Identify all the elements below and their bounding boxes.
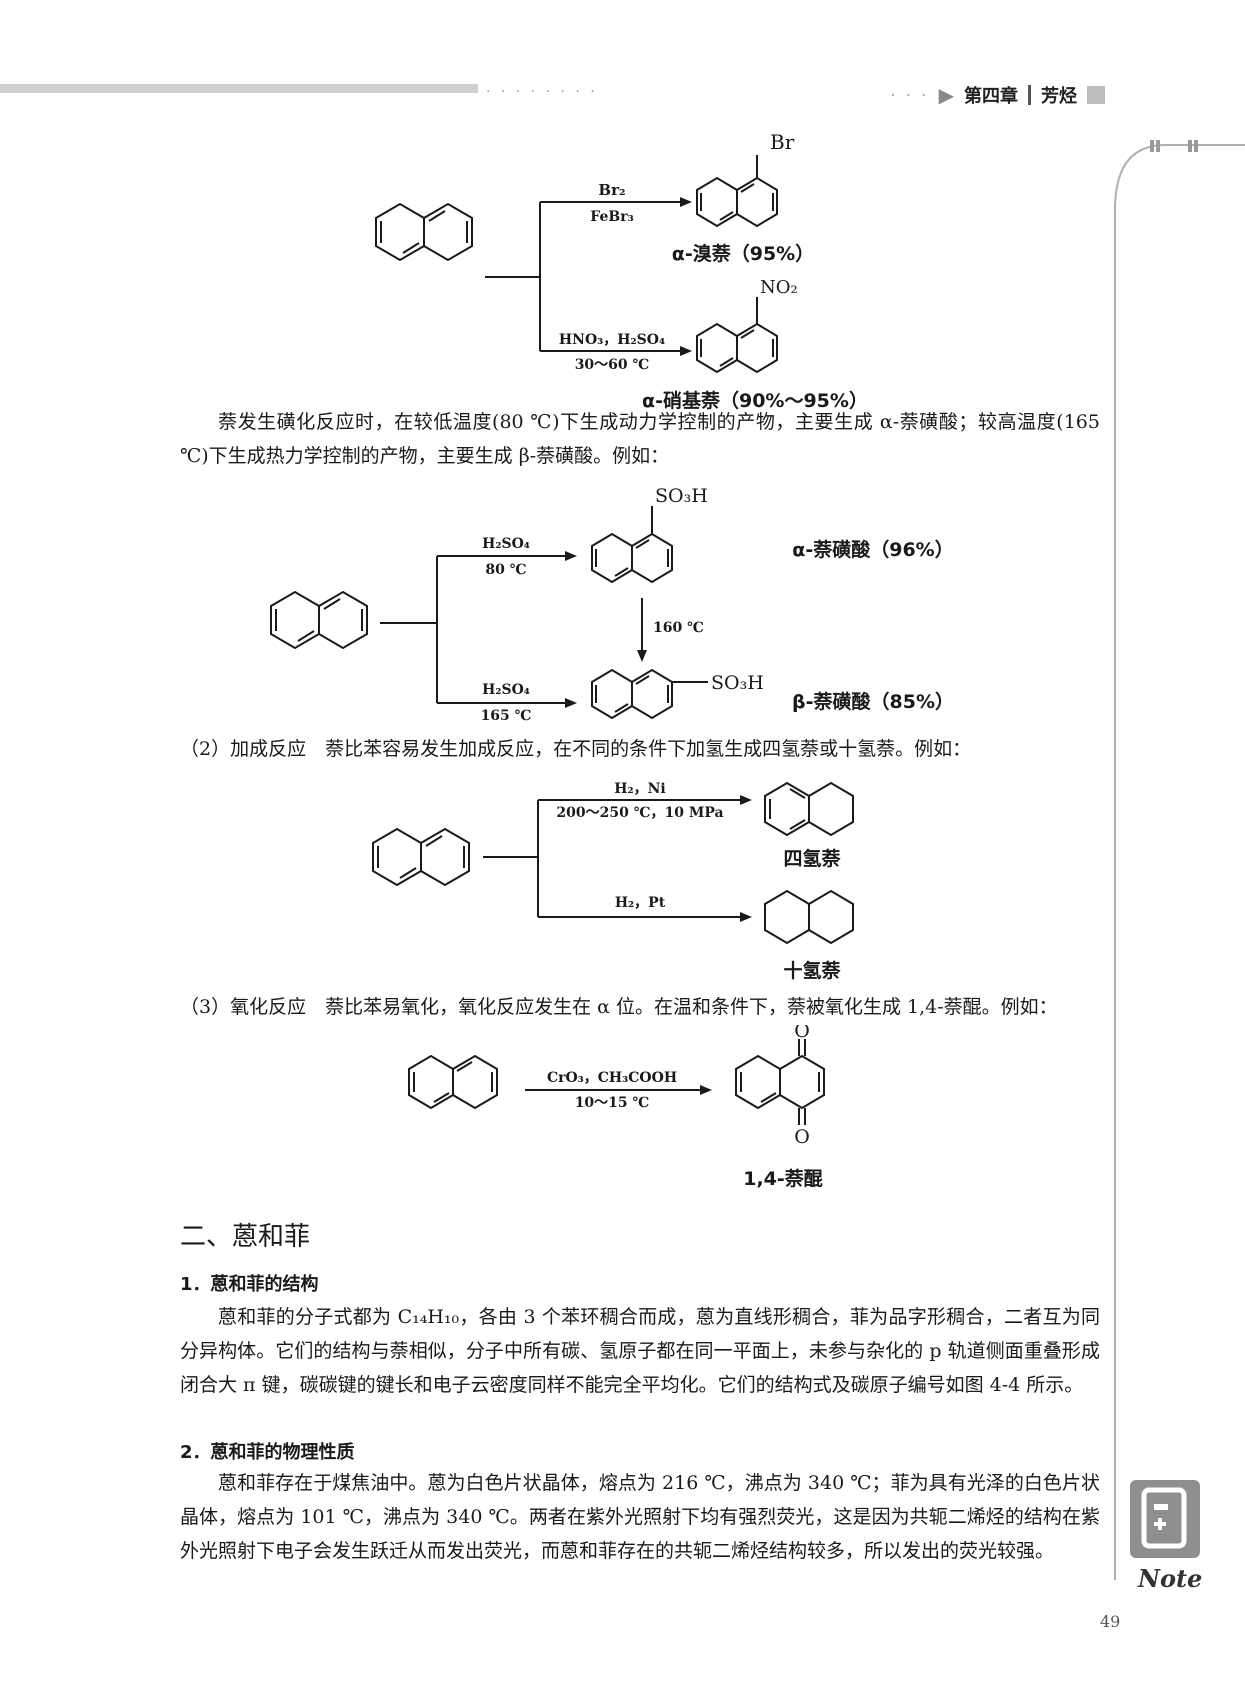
chapter-label: 第四章	[964, 86, 1018, 107]
reagent-cro3: CrO₃，CH₃COOH	[547, 1070, 677, 1086]
reagent-200-250c: 200～250 ℃，10 MPa	[556, 805, 723, 821]
section-title: 二、蒽和菲	[180, 1222, 311, 1252]
paragraph-oxidation: （3）氧化反应 萘比苯易氧化，氧化反应发生在 α 位。在温和条件下，萘被氧化生成…	[180, 996, 1058, 1018]
product-label-beta-naphthalenesulfonic: β-萘磺酸（85%）	[792, 690, 954, 713]
header-dots-left: · · · · · · · ·	[486, 84, 598, 100]
product-label-decalin: 十氢萘	[783, 959, 841, 982]
substituent-so3h-beta: SO₃H	[711, 672, 764, 694]
oxygen-bottom: O	[794, 1126, 810, 1148]
substituent-no2: NO₂	[760, 277, 798, 298]
margin-decoration	[1114, 140, 1245, 1580]
reagent-165c: 165 ℃	[481, 708, 532, 723]
paragraph-addition: （2）加成反应 萘比苯容易发生加成反应，在不同的条件下加氢生成四氢萘或十氢萘。例…	[180, 738, 972, 760]
arrow-right-icon: ▶	[938, 83, 954, 107]
naphthalene-reactant-2	[270, 590, 368, 650]
alpha-naphthalenesulfonic-acid	[591, 506, 673, 584]
naphthalene-reactant	[375, 202, 473, 262]
product-label-alpha-bromonaphthalene: α-溴萘（95%）	[672, 242, 814, 265]
tetralin-structure	[764, 781, 854, 837]
reagent-br2: Br₂	[598, 181, 625, 199]
note-icon	[1130, 1480, 1200, 1558]
paragraph-sulfonation: 萘发生磺化反应时，在较低温度(80 ℃)下生成动力学控制的产物，主要生成 α-萘…	[180, 411, 1100, 467]
alpha-nitronaphthalene	[696, 297, 778, 374]
square-icon	[1087, 86, 1105, 104]
substituent-so3h-alpha: SO₃H	[655, 485, 708, 507]
paragraph-structure: 蒽和菲的分子式都为 C₁₄H₁₀，各由 3 个苯环稠合而成，蒽为直线形稠合，菲为…	[180, 1306, 1100, 1396]
reagent-80c: 80 ℃	[485, 562, 526, 578]
header-decor-bar	[0, 84, 478, 93]
product-label-alpha-nitronaphthalene: α-硝基萘（90%～95%）	[642, 389, 868, 412]
alpha-bromonaphthalene	[696, 155, 778, 228]
product-label-naphthoquinone: 1,4-萘醌	[743, 1167, 823, 1190]
running-header: · · · ▶ 第四章 芳烃	[890, 82, 1105, 108]
reaction-sulfonation: H₂SO₄ 80 ℃ SO₃H α-萘磺酸（96%） 160 ℃ H₂SO₄ 1…	[270, 485, 954, 723]
product-label-alpha-naphthalenesulfonic: α-萘磺酸（96%）	[792, 538, 953, 561]
naphthoquinone-structure	[735, 1039, 825, 1125]
reagent-nitration-2: 30～60 ℃	[575, 357, 650, 373]
subhead-physical: 2．蒽和菲的物理性质	[180, 1442, 355, 1463]
decalin-structure	[764, 889, 854, 945]
condition-160c: 160 ℃	[653, 620, 704, 636]
product-label-tetralin: 四氢萘	[783, 847, 841, 870]
subhead-structure: 1．蒽和菲的结构	[180, 1274, 319, 1295]
reagent-h2so4-top: H₂SO₄	[482, 536, 530, 552]
reagent-h2-pt: H₂，Pt	[615, 895, 666, 911]
substituent-br: Br	[770, 130, 795, 154]
reagent-10-15c: 10～15 ℃	[575, 1095, 650, 1111]
reagent-nitration-1: HNO₃，H₂SO₄	[559, 332, 665, 348]
reagent-h2so4-bottom: H₂SO₄	[482, 682, 530, 698]
reaction-bromination-nitration: Br₂ FeBr₃ Br α-溴萘（95%） HNO₃，H₂SO₄ 30～60 …	[375, 130, 868, 412]
header-separator	[1028, 85, 1031, 105]
oxygen-top: O	[794, 1025, 810, 1042]
reaction-hydrogenation: H₂，Ni 200～250 ℃，10 MPa 四氢萘 H₂，Pt 十氢萘	[372, 781, 854, 982]
note-label: Note	[1138, 1564, 1203, 1593]
naphthalene-reactant-4	[408, 1054, 498, 1110]
chapter-title: 芳烃	[1041, 86, 1077, 107]
reaction-oxidation: CrO₃，CH₃COOH 10～15 ℃ O O 1,4-萘醌	[408, 1025, 825, 1190]
paragraph-physical: 蒽和菲存在于煤焦油中。蒽为白色片状晶体，熔点为 216 ℃，沸点为 340 ℃；…	[180, 1472, 1100, 1562]
header-dots-right: · · ·	[890, 84, 929, 106]
beta-naphthalenesulfonic-acid	[591, 668, 708, 720]
naphthalene-reactant-3	[372, 827, 470, 887]
page-number: 49	[1100, 1612, 1121, 1631]
reagent-h2-ni: H₂，Ni	[614, 781, 665, 797]
reagent-febr3: FeBr₃	[590, 209, 633, 225]
